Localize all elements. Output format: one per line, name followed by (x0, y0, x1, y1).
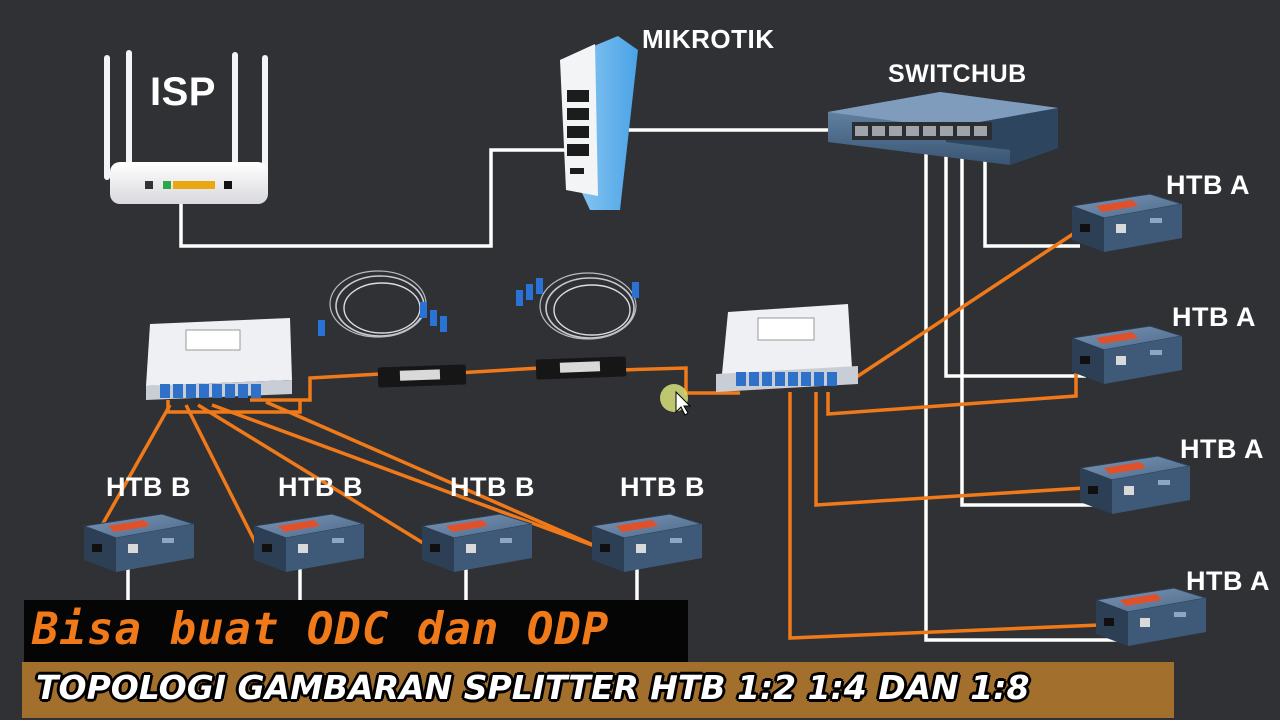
htb-b-device-2 (253, 513, 365, 573)
patch-cord-right (516, 272, 639, 340)
switchhub-label: SWITCHUB (888, 60, 1027, 88)
htb-a-label-1: HTB A (1166, 170, 1250, 200)
inline-splitter-1 (377, 364, 467, 388)
fiber-lines (86, 230, 1101, 640)
htb-a-device-2 (1071, 325, 1183, 385)
htb-a-device-1 (1071, 193, 1183, 253)
htb-b-label-4: HTB B (620, 472, 705, 502)
htb-b-label-1: HTB B (106, 472, 191, 502)
patch-cord-left (318, 270, 447, 338)
htb-b-label-2: HTB B (278, 472, 363, 502)
cursor-icon (660, 384, 692, 416)
isp-router (104, 50, 268, 204)
mikrotik-router (560, 36, 638, 210)
caption-top: Bisa buat ODC dan ODP (24, 600, 688, 662)
htb-a-label-2: HTB A (1172, 302, 1256, 332)
htb-a-label-3: HTB A (1180, 434, 1264, 464)
caption-bottom-text: TOPOLOGI GAMBARAN SPLITTER HTB 1:2 1:4 D… (36, 668, 1030, 707)
utp-cables (126, 128, 1130, 642)
inline-splitter-2 (535, 356, 627, 380)
htb-b-label-3: HTB B (450, 472, 535, 502)
htb-b-device-3 (421, 513, 533, 573)
mikrotik-label: MIKROTIK (642, 24, 775, 54)
htb-a-device-3 (1079, 455, 1191, 515)
caption-bottom: TOPOLOGI GAMBARAN SPLITTER HTB 1:2 1:4 D… (22, 662, 1174, 718)
htb-b-device-1 (83, 513, 195, 573)
htb-a-label-4: HTB A (1186, 566, 1270, 596)
caption-top-text: Bisa buat ODC dan ODP (32, 604, 610, 655)
isp-label: ISP (150, 70, 216, 114)
htb-b-device-4 (591, 513, 703, 573)
switch-hub (828, 92, 1058, 165)
splitter-box-left (146, 318, 292, 400)
splitter-box-right (716, 304, 858, 392)
